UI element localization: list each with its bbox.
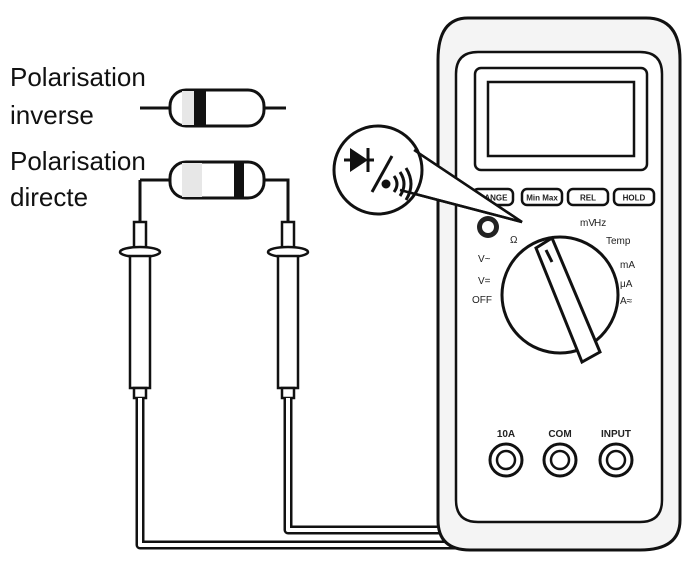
dial-function-marks: Ω V~ V= OFF mV Temp mA μA A≈ Hz	[472, 218, 635, 307]
jack-com[interactable]: COM	[542, 429, 578, 478]
reverse-label-line1: Polarisation	[10, 62, 146, 92]
dial-mark-8: A≈	[620, 296, 633, 307]
dial-mark-9: Hz	[594, 218, 606, 229]
dial-mark-6: mA	[620, 260, 635, 271]
rotary-selector-dial[interactable]	[500, 235, 620, 365]
function-button-label: REL	[580, 194, 596, 203]
function-button-label: RANGE	[479, 194, 509, 203]
dial-pointer	[534, 235, 602, 365]
jack-input[interactable]: INPUT	[598, 429, 634, 478]
function-button-row: RANGE Min Max REL HOLD	[471, 187, 656, 207]
function-button-hold[interactable]: HOLD	[612, 187, 656, 207]
function-button-label: HOLD	[623, 194, 646, 203]
forward-label-line2: directe	[10, 182, 88, 212]
dial-mark-7: μA	[620, 279, 633, 290]
callout-magnifier	[332, 124, 523, 224]
jack-label: COM	[548, 429, 571, 440]
jack-label: 10A	[497, 429, 515, 440]
reverse-label-line2: inverse	[10, 100, 94, 130]
diode-icon	[344, 148, 374, 172]
probe-black	[118, 220, 162, 400]
jack-10a[interactable]: 10A	[488, 429, 524, 478]
dial-mark-3: OFF	[472, 295, 492, 306]
dial-mark-4: mV	[580, 218, 595, 229]
lcd-display	[473, 66, 649, 172]
dial-mark-2: V=	[478, 276, 491, 287]
function-button-min-max[interactable]: Min Max	[520, 187, 564, 207]
jack-label: INPUT	[601, 429, 631, 440]
dial-mark-1: V~	[478, 254, 491, 265]
dial-mark-5: Temp	[606, 236, 631, 247]
reverse-diode	[140, 88, 286, 128]
forward-diode	[138, 160, 290, 225]
input-jacks: 10A COM INPUT	[488, 429, 634, 478]
function-button-label: Min Max	[526, 194, 558, 203]
dial-mark-0: Ω	[510, 235, 518, 246]
probe-red	[266, 220, 310, 400]
forward-label-line1: Polarisation	[10, 146, 146, 176]
function-button-rel[interactable]: REL	[566, 187, 610, 207]
continuity-beep-icon	[381, 167, 413, 201]
shift-button[interactable]	[477, 216, 499, 238]
